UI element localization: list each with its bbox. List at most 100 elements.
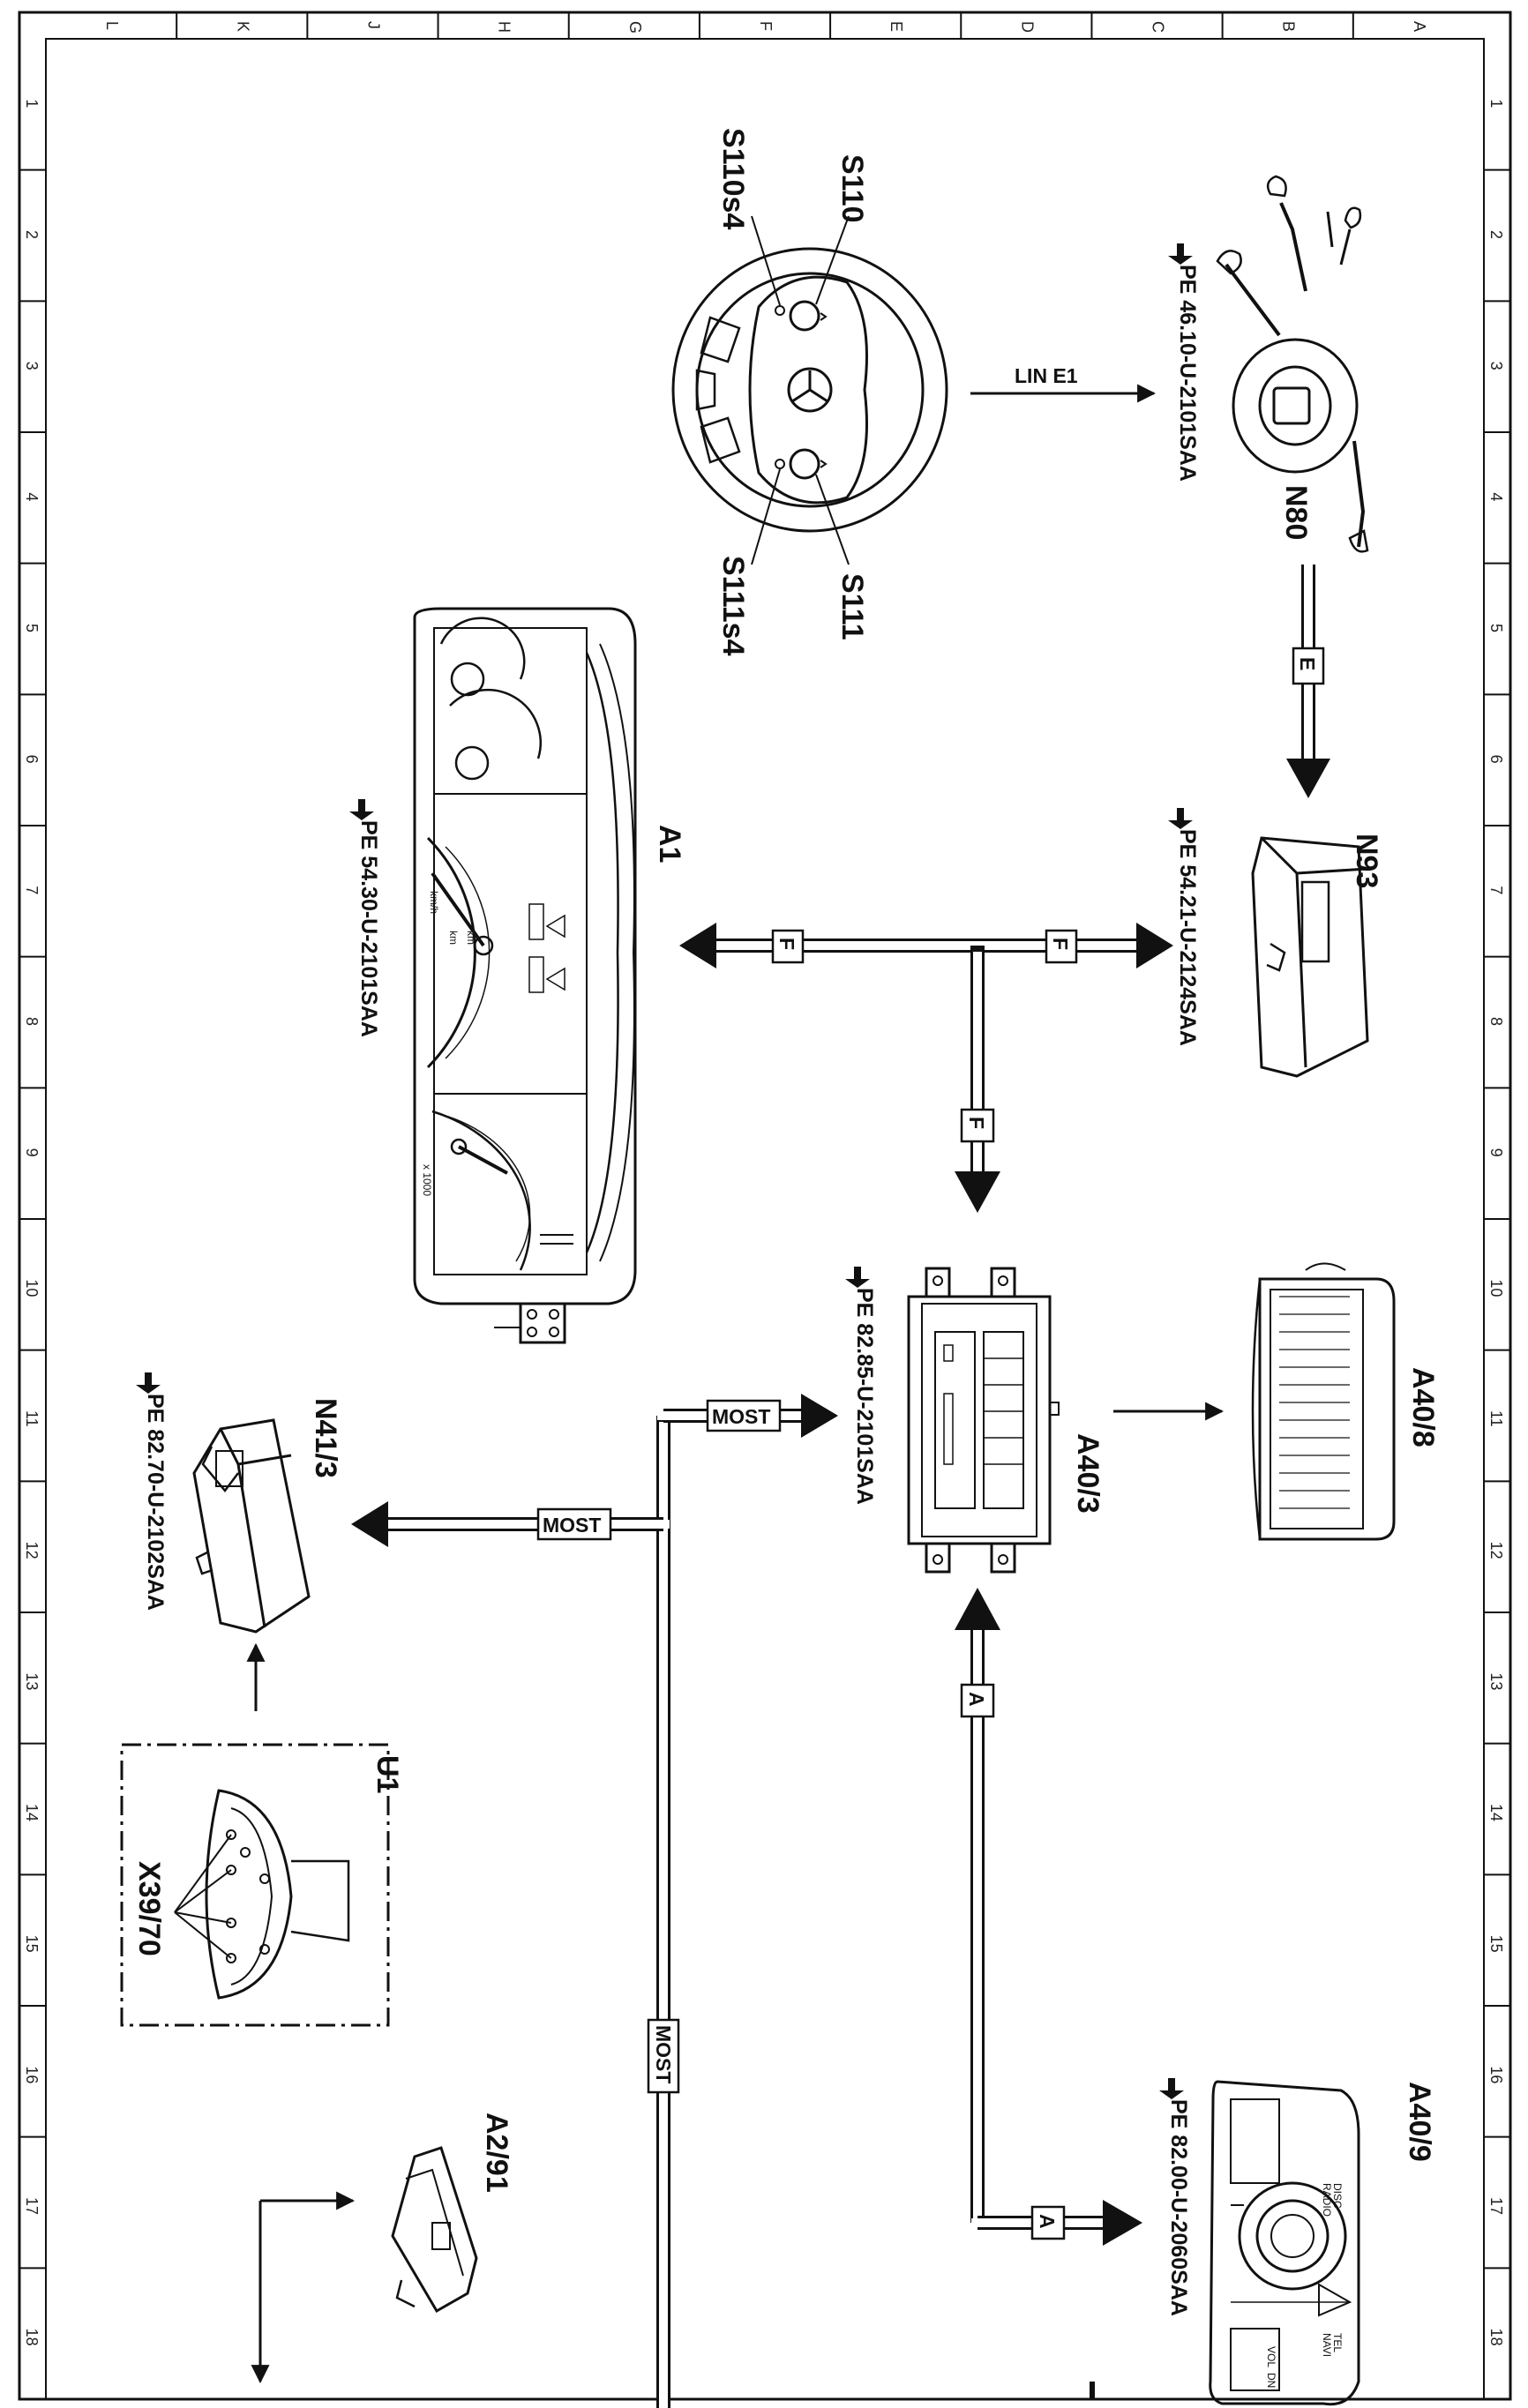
row-zone-left-15: 15	[23, 1935, 41, 1953]
f-bus-label-2: F	[1049, 938, 1072, 950]
a1-ref-icon	[349, 799, 374, 820]
a40-9-btn-vol: VOL	[1265, 2346, 1277, 2367]
column-zone-K: K	[234, 21, 251, 32]
f-bus-label-3: F	[965, 1117, 988, 1129]
n41-3-label: N41/3	[309, 1398, 342, 1478]
column-zone-B: B	[1280, 21, 1298, 32]
a2-91-label: A2/91	[480, 2113, 513, 2193]
most-bus-connection: MOST MOST MOST	[351, 1394, 838, 2408]
column-zone-A: A	[1411, 21, 1428, 32]
row-zone-left-17: 17	[23, 2197, 41, 2215]
a40-3-label: A40/3	[1071, 1433, 1105, 1514]
a2-91-arrows	[251, 2191, 356, 2384]
f-bus-label-1: F	[775, 938, 798, 950]
most-bus-label-1: MOST	[712, 1405, 770, 1428]
drawing-frame	[18, 11, 1512, 2401]
steering-wheel-leaders	[751, 215, 850, 565]
a40-9-btn-tel: TEL	[1331, 2333, 1344, 2352]
column-zone-G: G	[626, 21, 644, 34]
x39-70-leaders	[174, 1834, 232, 1959]
row-zone-left-14: 14	[23, 1804, 41, 1821]
row-zone-right-11: 11	[1487, 1410, 1505, 1427]
row-zone-right-14: 14	[1487, 1804, 1505, 1821]
n41-3-control-unit	[192, 1418, 311, 1634]
s110-label: S110	[835, 154, 869, 223]
s110s4-label: S110s4	[716, 128, 750, 229]
row-zone-left-1: 1	[23, 99, 41, 108]
column-zone-C: C	[1150, 21, 1167, 33]
a40-9-btn-radio: RADIO	[1321, 2183, 1333, 2217]
n93-ref: PE 54.21-U-2124SAA	[1175, 829, 1200, 1046]
zone-grid	[19, 12, 1510, 2270]
a40-8-display	[1251, 1262, 1396, 1541]
row-zone-right-18: 18	[1487, 2329, 1505, 2346]
column-zone-F: F	[757, 21, 775, 31]
row-zone-right-4: 4	[1487, 492, 1505, 501]
a1-ref: PE 54.30-U-2101SAA	[356, 820, 381, 1037]
row-zone-right-5: 5	[1487, 624, 1505, 632]
f-bus-connection: F F F	[679, 923, 1173, 1213]
u1-label: U1	[371, 1755, 404, 1793]
row-zone-left-18: 18	[23, 2329, 41, 2346]
row-zone-right-17: 17	[1487, 2197, 1505, 2215]
e-bus-connection: E	[1286, 565, 1330, 798]
row-zone-left-4: 4	[23, 492, 41, 501]
a40-8-label: A40/8	[1406, 1367, 1440, 1447]
column-zone-J: J	[364, 21, 382, 29]
most-bus-label-2: MOST	[543, 1514, 601, 1537]
steering-wheel	[671, 247, 948, 533]
a-bus-connection: A A	[955, 1588, 1142, 2246]
column-zone-L: L	[103, 21, 121, 30]
row-zone-left-16: 16	[23, 2066, 41, 2083]
n93-ref-icon	[1168, 808, 1193, 829]
s111s4-label: S111s4	[716, 556, 750, 656]
s110-button	[789, 300, 820, 332]
a40-3-ref: PE 82.85-U-2101SAA	[852, 1288, 877, 1505]
row-zone-right-15: 15	[1487, 1935, 1505, 1953]
a1-label: A1	[653, 825, 686, 863]
lin-e1-label: LIN E1	[1015, 364, 1078, 387]
n41-3-ref: PE 82.70-U-2102SAA	[143, 1394, 168, 1611]
row-zone-left-5: 5	[23, 624, 41, 632]
a1-units-rpm: x 1000	[421, 1164, 433, 1196]
n80-label: N80	[1279, 485, 1313, 540]
row-zone-right-6: 6	[1487, 755, 1505, 764]
most-bus-label-3: MOST	[652, 2025, 675, 2083]
a40-9-label: A40/9	[1403, 2082, 1436, 2162]
lin-e1-connection: LIN E1	[970, 364, 1157, 403]
row-zone-left-11: 11	[23, 1410, 41, 1427]
row-zone-right-9: 9	[1487, 1148, 1505, 1157]
a40-9-ref: PE 82.00-U-2060SAA	[1166, 2099, 1191, 2316]
row-zone-right-2: 2	[1487, 230, 1505, 239]
row-zone-right-3: 3	[1487, 362, 1505, 370]
row-zone-left-6: 6	[23, 755, 41, 764]
a1-units-km-2: km	[465, 931, 477, 945]
column-zone-E: E	[888, 21, 905, 32]
a40-3-ref-icon	[845, 1267, 870, 1288]
a1-units-km-1: km	[447, 931, 460, 945]
a-bus-label-2: A	[1036, 2214, 1059, 2229]
u1-dashed-group	[120, 1743, 390, 2027]
row-zone-right-16: 16	[1487, 2066, 1505, 2083]
a1-units-speed: km/h	[428, 891, 440, 914]
x39-70-label: X39/70	[132, 1861, 166, 1956]
a40-9-btn-dn: DN	[1265, 2373, 1277, 2388]
row-zone-left-12: 12	[23, 1542, 41, 1559]
a40-9-control-panel	[1209, 2080, 1360, 2406]
a-bus-label-1: A	[965, 1692, 988, 1707]
e-bus-label: E	[1296, 657, 1319, 670]
row-zone-right-13: 13	[1487, 1672, 1505, 1690]
column-zone-H: H	[496, 21, 513, 33]
s111-label: S111	[835, 573, 869, 640]
a40-9-btn-navi: NAVI	[1321, 2333, 1333, 2357]
a40-9-ref-icon	[1159, 2078, 1184, 2099]
s111-button	[789, 448, 820, 480]
row-zone-left-2: 2	[23, 230, 41, 239]
n41-3-ref-icon	[136, 1372, 161, 1394]
row-zone-left-7: 7	[23, 886, 41, 894]
row-zone-left-13: 13	[23, 1672, 41, 1690]
row-zone-right-7: 7	[1487, 886, 1505, 894]
row-zone-right-8: 8	[1487, 1017, 1505, 1026]
